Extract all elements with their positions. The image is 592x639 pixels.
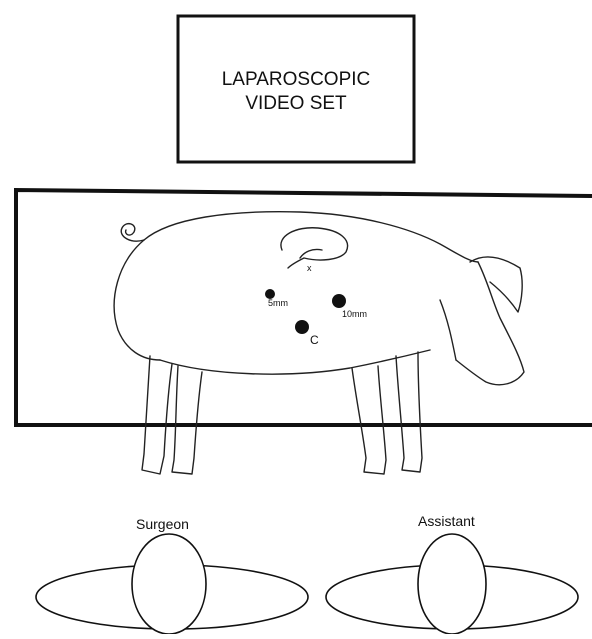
assistant-label: Assistant bbox=[418, 514, 475, 528]
pig-belly bbox=[160, 350, 430, 374]
surgeon-head bbox=[132, 534, 206, 634]
pig-neck-fold bbox=[440, 300, 456, 360]
table-outline bbox=[16, 190, 592, 425]
pig-front-leg-right bbox=[396, 352, 422, 472]
pig-hind-leg-left bbox=[142, 356, 172, 474]
port-10mm-dot bbox=[332, 294, 346, 308]
pig-ear bbox=[470, 257, 522, 312]
video-set-title-line-1: LAPAROSCOPIC bbox=[186, 70, 406, 89]
port-5mm-label: 5mm bbox=[268, 299, 288, 308]
pig-tail bbox=[121, 224, 144, 241]
pig-front-leg-left bbox=[352, 366, 386, 474]
video-set-title-line-2: VIDEO SET bbox=[186, 94, 406, 113]
port-camera-dot bbox=[295, 320, 309, 334]
pig-rump bbox=[114, 240, 160, 360]
port-camera-label: C bbox=[310, 334, 319, 346]
assistant-head bbox=[418, 534, 486, 634]
pig-head bbox=[456, 262, 524, 385]
pig-body-top bbox=[144, 212, 478, 262]
pig-hind-leg-right bbox=[172, 366, 202, 474]
pig-flap bbox=[281, 228, 348, 268]
port-10mm-label: 10mm bbox=[342, 310, 367, 319]
port-marker-x-label: x bbox=[307, 264, 312, 273]
pig-drawing bbox=[114, 212, 524, 474]
surgeon-label: Surgeon bbox=[136, 517, 189, 531]
